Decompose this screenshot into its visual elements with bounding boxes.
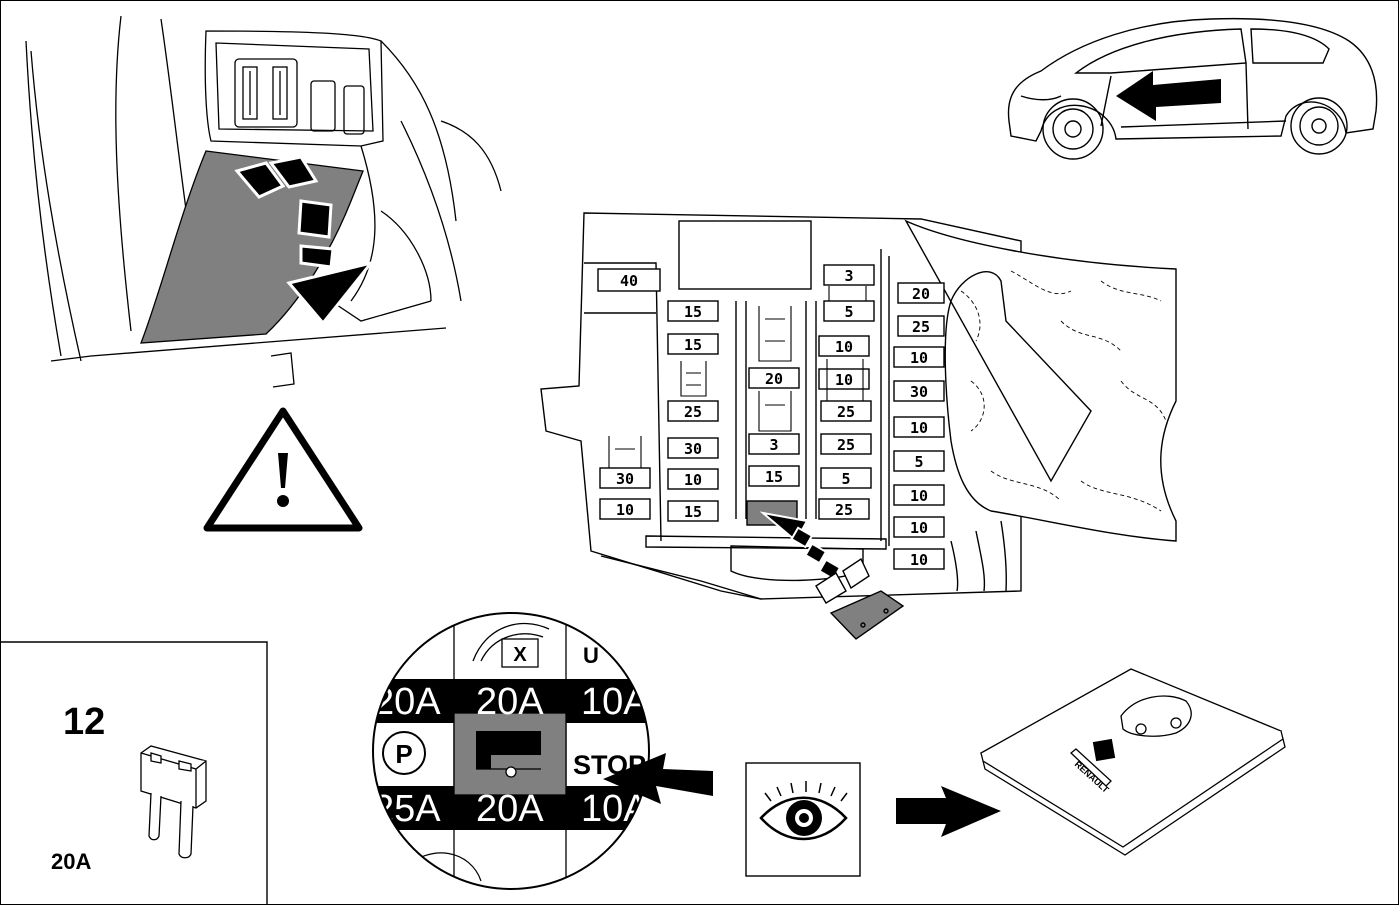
- p-symbol: P: [395, 739, 412, 769]
- svg-text:10: 10: [616, 501, 634, 519]
- svg-text:30: 30: [616, 470, 634, 488]
- mag-row1-cell1: 20A: [373, 681, 441, 723]
- svg-text:30: 30: [910, 383, 928, 401]
- fuse-f40: 40: [597, 268, 661, 292]
- svg-text:10: 10: [684, 471, 702, 489]
- fuse-f3b: 3: [823, 264, 875, 286]
- curved-arrow-icon: [234, 155, 375, 326]
- svg-text:15: 15: [684, 303, 702, 321]
- svg-text:25: 25: [912, 318, 930, 336]
- fuse-f10f: 10: [893, 416, 945, 438]
- fuse-f10a: 10: [667, 468, 719, 490]
- fuse-rating-label: 20A: [51, 849, 91, 874]
- fuse-f30a: 30: [667, 437, 719, 459]
- glove-texture: [960, 270, 1167, 512]
- fuse-f15d: 15: [748, 465, 800, 487]
- fuse-grid: 40 15 15 25 30 30 10 10 15 20 3 15 3 5 1…: [597, 264, 945, 570]
- manual-icon: RENAULT: [979, 668, 1286, 856]
- hand-illustration: [904, 219, 1177, 542]
- fuse-f30b: 30: [599, 467, 651, 489]
- fuse-f15a: 15: [667, 300, 719, 322]
- svg-text:3: 3: [844, 267, 853, 285]
- fuse-f25a: 25: [667, 400, 719, 422]
- arrow-icon: [1116, 71, 1221, 121]
- fuse-f15b: 15: [667, 333, 719, 355]
- x-symbol: X: [513, 644, 527, 666]
- svg-text:40: 40: [620, 272, 638, 290]
- insert-arrow-icon: [759, 511, 842, 581]
- fuse-f10g: 10: [893, 484, 945, 506]
- mag-row1-cell2: 20A: [476, 681, 544, 723]
- fuse-f10c: 10: [818, 335, 870, 357]
- svg-text:10: 10: [910, 349, 928, 367]
- fuse-f10b: 10: [599, 498, 651, 520]
- fuse-f25b: 25: [820, 400, 872, 422]
- arrow-icon: [603, 753, 713, 804]
- fuse-f5c: 5: [893, 450, 945, 472]
- svg-text:25: 25: [837, 403, 855, 421]
- fuse-f25e: 25: [897, 315, 945, 337]
- svg-text:15: 15: [684, 336, 702, 354]
- warning-icon: [203, 407, 363, 532]
- glovebox-open-highlight: [140, 150, 364, 344]
- svg-text:15: 15: [684, 503, 702, 521]
- step-number: 12: [63, 701, 105, 743]
- svg-text:20: 20: [765, 370, 783, 388]
- svg-text:15: 15: [765, 468, 783, 486]
- fuse-f3a: 3: [748, 433, 800, 455]
- fuse-f10h: 10: [893, 516, 945, 538]
- step-panel: 12 20A: [1, 641, 268, 904]
- svg-text:10: 10: [835, 338, 853, 356]
- svg-text:10: 10: [910, 551, 928, 569]
- fuse-f10e: 10: [893, 346, 945, 368]
- fuse-f30c: 30: [893, 380, 945, 402]
- car-icon: [1007, 17, 1378, 160]
- fuse-f5b: 5: [820, 467, 872, 489]
- arrow-icon: [896, 786, 1001, 837]
- svg-text:25: 25: [835, 501, 853, 519]
- svg-text:30: 30: [684, 440, 702, 458]
- svg-text:25: 25: [837, 436, 855, 454]
- mag-top-right-glyph: U: [583, 643, 599, 668]
- mag-row2-cell2: 20A: [476, 788, 544, 830]
- svg-text:25: 25: [684, 403, 702, 421]
- svg-text:3: 3: [769, 436, 778, 454]
- fuse-f20b: 20: [897, 282, 945, 304]
- fuse-f15c: 15: [667, 500, 719, 522]
- svg-text:5: 5: [841, 470, 850, 488]
- mini-fuse-icon: [140, 745, 207, 859]
- fuse-f5a: 5: [823, 300, 875, 322]
- svg-text:10: 10: [910, 487, 928, 505]
- eye-icon: [745, 762, 861, 877]
- svg-text:10: 10: [910, 419, 928, 437]
- svg-text:10: 10: [910, 519, 928, 537]
- dashboard-illustration: [25, 15, 502, 388]
- fuse-f25c: 25: [820, 433, 872, 455]
- fuse-f20a: 20: [748, 367, 800, 389]
- fuse-f10i: 10: [893, 548, 945, 570]
- svg-text:5: 5: [844, 303, 853, 321]
- mag-row2-cell1: 25A: [373, 788, 441, 830]
- svg-text:20: 20: [912, 285, 930, 303]
- relay-connectors: [608, 286, 867, 469]
- magnifier-view: X U 20A 20A 10A P STOP 25A 20A 10A: [372, 612, 650, 890]
- svg-text:5: 5: [914, 453, 923, 471]
- fuse-icon: [815, 557, 905, 640]
- fuse-f25d: 25: [818, 498, 870, 520]
- fuse-f10d: 10: [818, 368, 870, 390]
- svg-text:10: 10: [835, 371, 853, 389]
